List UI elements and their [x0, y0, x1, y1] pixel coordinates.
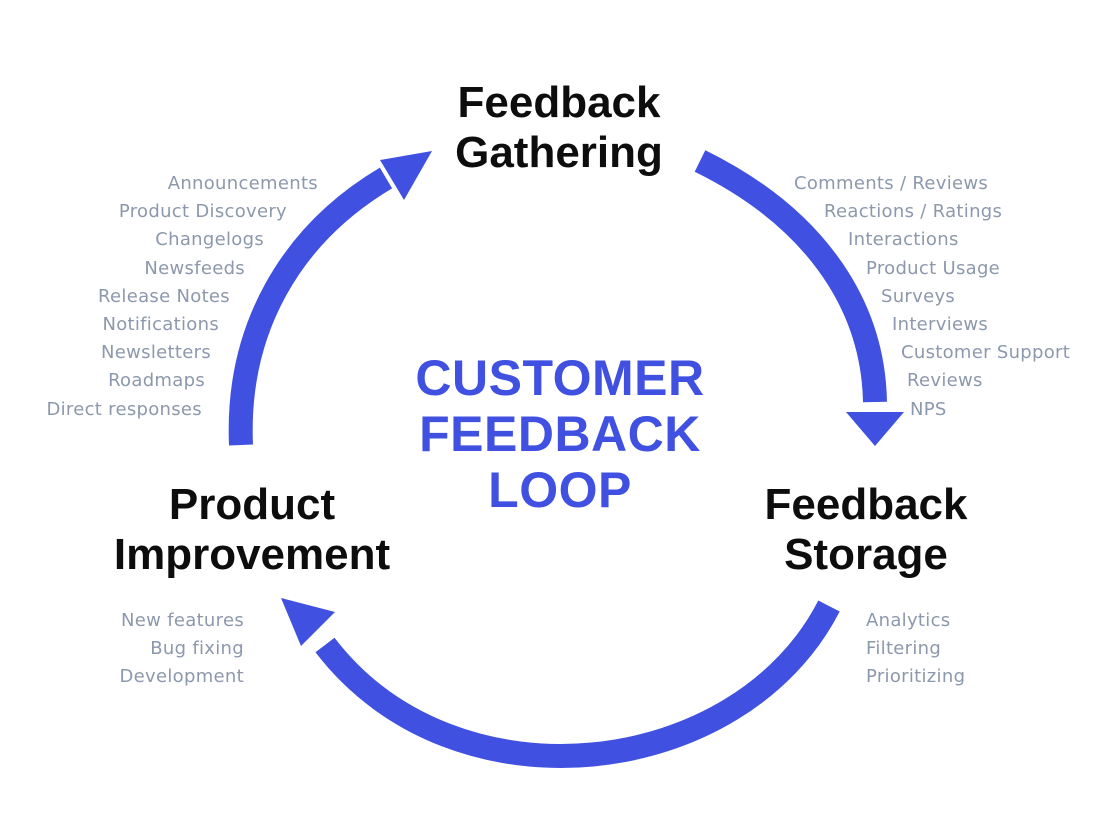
node-title-line: Product	[168, 480, 336, 529]
gathering-methods-list: Comments / Reviews Reactions / Ratings I…	[794, 170, 1070, 424]
node-title-line: Feedback	[457, 78, 661, 127]
center-title-line: FEEDBACK	[419, 406, 701, 462]
list-item: Direct responses	[46, 398, 202, 420]
list-item: Customer Support	[901, 342, 1071, 364]
list-item: Reactions / Ratings	[824, 201, 1003, 223]
node-title-line: Gathering	[455, 128, 663, 177]
list-item: Development	[119, 666, 244, 688]
list-item: New features	[121, 610, 244, 631]
announcement-channels-list: Announcements Product Discovery Changelo…	[20, 170, 318, 424]
list-item: Comments / Reviews	[794, 173, 989, 194]
list-item: Analytics	[866, 610, 951, 631]
list-item: Release Notes	[98, 285, 230, 307]
list-item: Announcements	[167, 173, 318, 194]
list-item: NPS	[910, 398, 947, 420]
arrow-gathering-to-storage	[694, 150, 904, 446]
center-title: CUSTOMER FEEDBACK LOOP	[380, 350, 740, 518]
list-item: Newsletters	[101, 342, 211, 364]
center-title-line: CUSTOMER	[415, 350, 705, 406]
center-title-line: LOOP	[488, 462, 632, 518]
node-feedback-gathering: Feedback Gathering	[418, 78, 700, 178]
arrow-improvement-to-gathering	[228, 151, 432, 446]
list-item: Changelogs	[155, 229, 264, 251]
list-item: Product Usage	[866, 257, 1001, 279]
list-item: Bug fixing	[150, 638, 244, 660]
storage-actions-list: Analytics Filtering Prioritizing	[866, 607, 965, 692]
list-item: Prioritizing	[866, 666, 966, 688]
node-product-improvement: Product Improvement	[92, 480, 412, 580]
node-title-line: Storage	[784, 530, 948, 579]
list-item: Product Discovery	[118, 201, 287, 223]
list-item: Roadmaps	[108, 370, 205, 392]
list-item: Newsfeeds	[144, 257, 245, 279]
improvement-actions-list: New features Bug fixing Development	[60, 607, 244, 692]
arrow-storage-to-improvement	[281, 598, 840, 768]
list-item: Filtering	[866, 638, 942, 660]
list-item: Reviews	[907, 370, 983, 392]
node-title-line: Improvement	[113, 530, 391, 579]
list-item: Interactions	[848, 229, 959, 251]
list-item: Notifications	[102, 314, 219, 336]
node-feedback-storage: Feedback Storage	[735, 480, 997, 580]
list-item: Interviews	[892, 314, 989, 336]
list-item: Surveys	[881, 285, 956, 307]
node-title-line: Feedback	[764, 480, 968, 529]
